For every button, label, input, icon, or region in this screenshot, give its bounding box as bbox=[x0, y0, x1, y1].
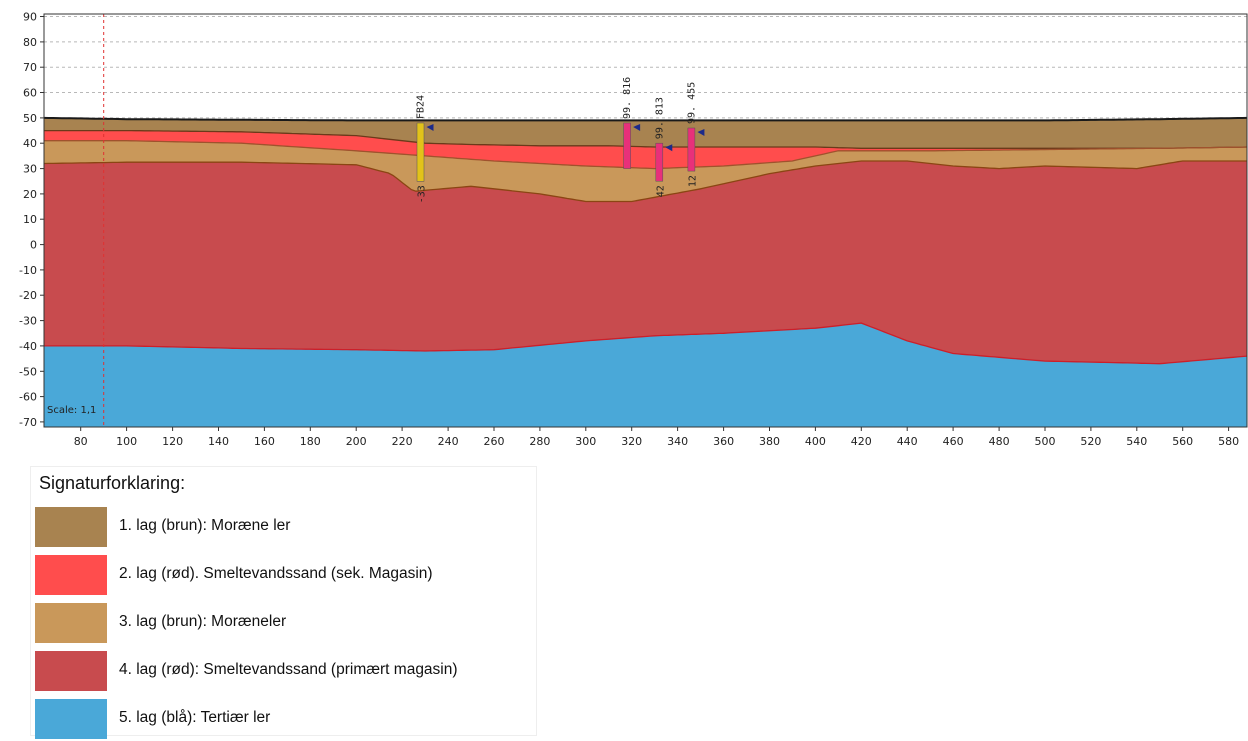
boundary-line-2 bbox=[44, 140, 1248, 170]
borehole-0-bottom-label: -33 bbox=[417, 185, 428, 203]
legend-panel: Signaturforklaring: 1. lag (brun): Moræn… bbox=[30, 466, 537, 739]
x-tick-label-9: 260 bbox=[484, 435, 505, 448]
cross-section-chart: FB24 -33 99. 816 99. 813 42 99. 455 12 90 80 70 60… bbox=[19, 11, 1248, 448]
x-tick-label-7: 220 bbox=[392, 435, 413, 448]
borehole-2-water-marker bbox=[665, 144, 673, 152]
x-tick-label-14: 360 bbox=[713, 435, 734, 448]
x-tick-label-23: 540 bbox=[1126, 435, 1147, 448]
x-tick-label-22: 520 bbox=[1080, 435, 1101, 448]
y-tick-label-3: 60 bbox=[23, 87, 37, 100]
scale-label: Scale: 1,1 bbox=[47, 405, 96, 416]
legend-label-layer-4: 4. lag (rød): Smeltevandssand (primært m… bbox=[119, 661, 458, 678]
layer-2-fill bbox=[44, 130, 1247, 169]
y-tick-label-1: 80 bbox=[23, 36, 37, 49]
x-tick-label-25: 580 bbox=[1218, 435, 1239, 448]
layer-3-fill bbox=[44, 140, 1247, 202]
legend-title: Signaturforklaring: bbox=[39, 473, 186, 493]
y-tick-label-8: 10 bbox=[23, 213, 37, 226]
terrain-line bbox=[43, 116, 1248, 122]
layer-1-fill bbox=[44, 117, 1247, 149]
chart-svg: FB24 -33 99. 816 99. 813 42 99. 455 12 90 80 70 60… bbox=[19, 11, 1248, 448]
y-tick-label-14: -50 bbox=[19, 365, 37, 378]
x-tick-label-15: 380 bbox=[759, 435, 780, 448]
legend-label-layer-1: 1. lag (brun): Moræne ler bbox=[119, 517, 291, 534]
legend-item-layer-2: 2. lag (rød). Smeltevandssand (sek. Maga… bbox=[35, 555, 535, 597]
x-tick-label-16: 400 bbox=[805, 435, 826, 448]
y-tick-label-7: 20 bbox=[23, 188, 37, 201]
legend-swatch-layer-4 bbox=[35, 651, 107, 691]
layer-5-fill bbox=[44, 323, 1247, 427]
y-tick-label-4: 50 bbox=[23, 112, 37, 125]
y-tick-label-10: -10 bbox=[19, 264, 37, 277]
legend-label-layer-3: 3. lag (brun): Moræneler bbox=[119, 613, 287, 630]
legend-swatch-layer-2 bbox=[35, 555, 107, 595]
borehole-2-label: 99. 813 bbox=[654, 97, 665, 139]
x-tick-label-13: 340 bbox=[667, 435, 688, 448]
y-tick-label-6: 30 bbox=[23, 163, 37, 176]
plot-frame bbox=[43, 13, 1248, 428]
boundary-line-1 bbox=[44, 129, 1248, 149]
y-tick-label-16: -70 bbox=[19, 416, 37, 429]
y-tick-label-15: -60 bbox=[19, 391, 37, 404]
x-tick-label-4: 160 bbox=[254, 435, 275, 448]
x-tick-label-1: 100 bbox=[116, 435, 137, 448]
legend-item-layer-4: 4. lag (rød): Smeltevandssand (primært m… bbox=[35, 651, 535, 693]
x-tick-label-11: 300 bbox=[575, 435, 596, 448]
borehole-3-bar bbox=[687, 127, 696, 172]
y-tick-label-11: -20 bbox=[19, 289, 37, 302]
x-tick-label-12: 320 bbox=[621, 435, 642, 448]
y-tick-label-9: 0 bbox=[30, 239, 37, 252]
legend-item-layer-1: 1. lag (brun): Moræne ler bbox=[35, 507, 535, 549]
x-tick-label-2: 120 bbox=[162, 435, 183, 448]
legend-swatch-layer-1 bbox=[35, 507, 107, 547]
x-tick-label-24: 560 bbox=[1172, 435, 1193, 448]
legend-label-layer-2: 2. lag (rød). Smeltevandssand (sek. Maga… bbox=[119, 565, 433, 582]
x-tick-label-19: 460 bbox=[943, 435, 964, 448]
x-tick-label-8: 240 bbox=[438, 435, 459, 448]
borehole-0-bar bbox=[416, 122, 425, 182]
borehole-3-bottom-label: 12 bbox=[687, 175, 698, 187]
y-tick-label-5: 40 bbox=[23, 137, 37, 150]
y-tick-label-12: -30 bbox=[19, 315, 37, 328]
x-tick-label-17: 420 bbox=[851, 435, 872, 448]
boundary-line-3 bbox=[43, 160, 1247, 203]
x-tick-label-3: 140 bbox=[208, 435, 229, 448]
legend-swatch-layer-3 bbox=[35, 603, 107, 643]
layer-4-fill bbox=[44, 161, 1247, 364]
x-tick-label-5: 180 bbox=[300, 435, 321, 448]
x-tick-label-6: 200 bbox=[346, 435, 367, 448]
legend-item-layer-3: 3. lag (brun): Moræneler bbox=[35, 603, 535, 645]
borehole-3-label: 99. 455 bbox=[686, 82, 697, 124]
legend-swatch-layer-5 bbox=[35, 699, 107, 739]
y-tick-label-0: 90 bbox=[23, 11, 37, 24]
borehole-2-bar bbox=[655, 142, 664, 182]
borehole-1-label: 99. 816 bbox=[622, 77, 633, 119]
x-tick-label-10: 280 bbox=[529, 435, 550, 448]
x-tick-label-0: 80 bbox=[74, 435, 88, 448]
borehole-1-bar bbox=[623, 122, 631, 169]
borehole-2-bottom-label: 42 bbox=[655, 185, 666, 197]
x-tick-label-20: 480 bbox=[989, 435, 1010, 448]
legend-label-layer-5: 5. lag (blå): Tertiær ler bbox=[119, 709, 271, 726]
borehole-3-water-marker bbox=[697, 129, 705, 137]
boundary-line-4 bbox=[44, 322, 1248, 365]
y-tick-label-13: -40 bbox=[19, 340, 37, 353]
legend-item-layer-5: 5. lag (blå): Tertiær ler bbox=[35, 699, 535, 741]
x-tick-label-18: 440 bbox=[897, 435, 918, 448]
borehole-1-water-marker bbox=[633, 123, 641, 131]
borehole-0-label: FB24 bbox=[416, 95, 427, 119]
x-tick-label-21: 500 bbox=[1035, 435, 1056, 448]
y-tick-label-2: 70 bbox=[23, 61, 37, 74]
borehole-0-water-marker bbox=[426, 123, 434, 131]
